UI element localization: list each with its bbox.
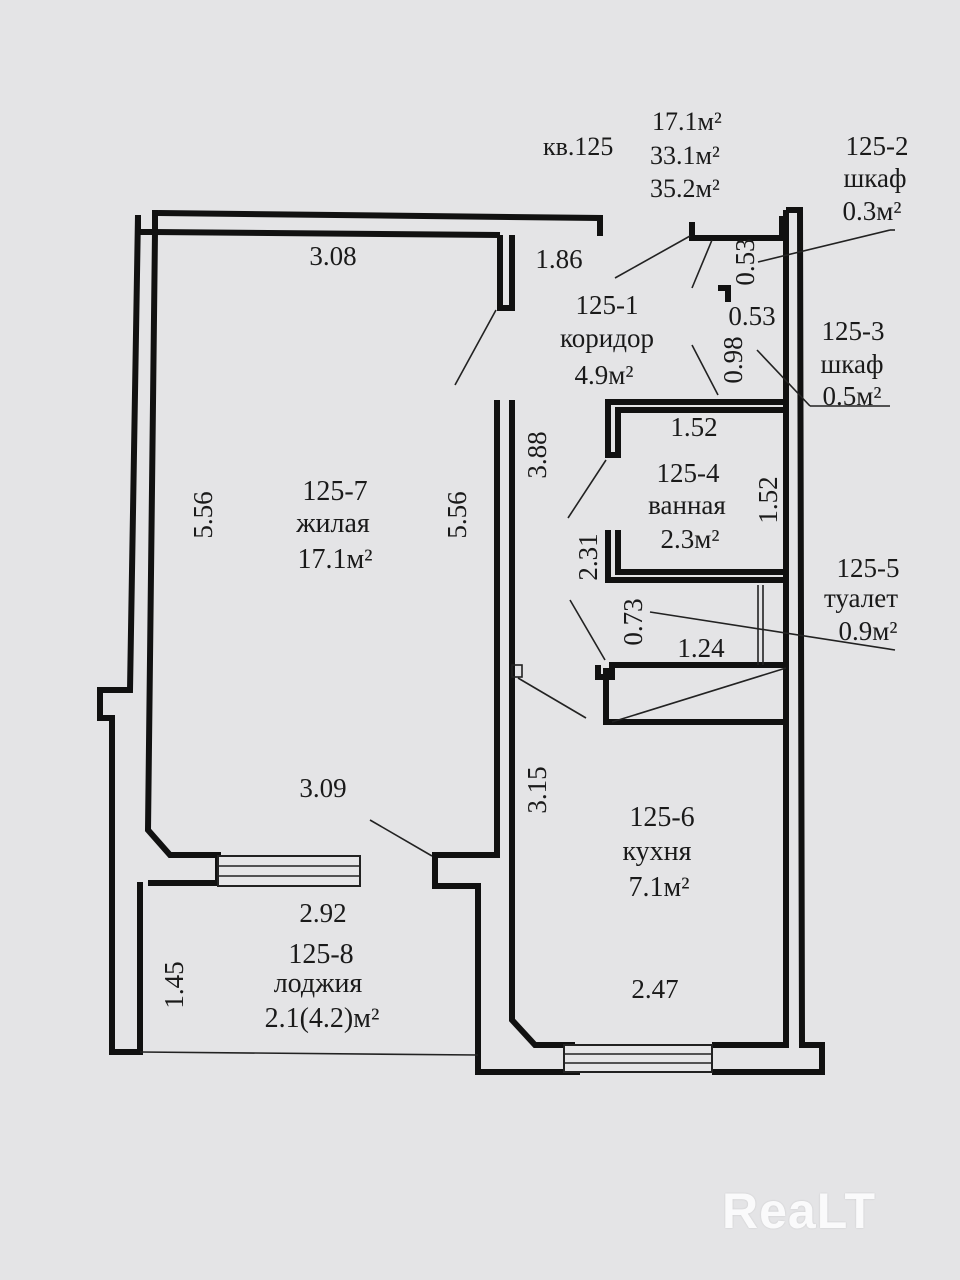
- dim-loggia-left: 1.45: [159, 961, 189, 1008]
- area-total: 33.1м²: [650, 141, 720, 170]
- wall-top-inner: [152, 229, 501, 238]
- room-number: 125-1: [576, 290, 639, 320]
- dim-closet3-depth: 0.98: [718, 336, 748, 383]
- room-number: 125-5: [837, 553, 900, 583]
- room-number: 125-8: [288, 939, 353, 970]
- room-area: 2.3м²: [661, 524, 720, 554]
- dim-loggia-top: 2.92: [299, 898, 346, 928]
- room-number: 125-7: [302, 476, 367, 507]
- wall-top-right: [689, 216, 785, 241]
- wall-bath-top: [605, 399, 784, 458]
- room-type: шкаф: [821, 349, 884, 379]
- dim-bath-right: 1.52: [753, 476, 783, 523]
- room-label-125-6: 125-6 кухня 7.1м²: [622, 802, 694, 903]
- room-type: жилая: [295, 508, 370, 539]
- dim-living-top: 3.08: [309, 241, 356, 271]
- loggia-window: [217, 855, 361, 887]
- room-type: туалет: [824, 583, 898, 613]
- wall-top: [157, 210, 603, 236]
- dim-kitchen-left: 3.15: [522, 766, 552, 813]
- room-type: коридор: [560, 323, 654, 353]
- room-number: 125-2: [846, 131, 909, 161]
- room-label-125-5: 125-5 туалет 0.9м²: [824, 553, 900, 646]
- duct-diagonal: [611, 667, 787, 723]
- dim-toilet-depth: 0.73: [618, 598, 648, 645]
- dim-bath-top: 1.52: [670, 412, 717, 442]
- wall-right-inner: [712, 210, 789, 1048]
- wall-right: [712, 207, 825, 1075]
- dim-living-bottom: 3.09: [299, 773, 346, 803]
- dim-living-left: 5.56: [188, 491, 218, 538]
- room-type: шкаф: [844, 163, 907, 193]
- room-area: 2.1(4.2)м²: [265, 1003, 380, 1034]
- wall-left-inner: [144, 231, 221, 886]
- header: кв.125 17.1м² 33.1м² 35.2м²: [543, 107, 722, 203]
- dim-kitchen-bottom: 2.47: [631, 974, 678, 1004]
- dim-living-right: 5.56: [442, 491, 472, 538]
- dim-closet3-width: 0.53: [728, 301, 775, 331]
- room-area: 7.1м²: [628, 872, 689, 903]
- room-number: 125-3: [822, 316, 885, 346]
- room-label-125-4: 125-4 ванная 2.3м²: [648, 458, 726, 554]
- dim-corridor-lower: 2.31: [573, 533, 603, 580]
- dim-closet2-depth: 0.53: [730, 238, 760, 285]
- room-number: 125-6: [629, 802, 694, 833]
- room-label-125-2: 125-2 шкаф 0.3м²: [843, 131, 909, 226]
- leader-lines: [369, 229, 896, 857]
- room-area: 0.5м²: [823, 381, 882, 411]
- kitchen-window: [563, 1044, 713, 1073]
- walls: [97, 207, 825, 1075]
- room-type: кухня: [622, 836, 691, 867]
- room-area: 17.1м²: [297, 544, 372, 575]
- wall-middle-inner: [509, 400, 575, 1048]
- wall-left: [97, 214, 143, 1055]
- dim-corridor-top: 1.86: [535, 244, 582, 274]
- wall-closet: [718, 285, 731, 302]
- dim-corridor-right: 3.88: [522, 431, 552, 478]
- wall-corridor-stub: [497, 235, 515, 311]
- room-label-125-8: 125-8 лоджия 2.1(4.2)м²: [265, 939, 380, 1034]
- dim-toilet-width: 1.24: [677, 633, 725, 663]
- room-area: 0.9м²: [839, 616, 898, 646]
- room-type: лоджия: [274, 968, 363, 999]
- room-label-125-3: 125-3 шкаф 0.5м²: [821, 316, 885, 411]
- area-living: 17.1м²: [652, 107, 722, 136]
- wall-bath-bottom: [605, 530, 784, 583]
- area-total-loggia: 35.2м²: [650, 174, 720, 203]
- realt-watermark-logo: ReaLT: [722, 1183, 877, 1239]
- room-label-125-1: 125-1 коридор 4.9м²: [560, 290, 654, 390]
- apartment-number: кв.125: [543, 132, 613, 161]
- wall-middle: [432, 400, 580, 1075]
- loggia-edge: [139, 1051, 479, 1056]
- room-type: ванная: [648, 490, 726, 520]
- room-label-125-7: 125-7 жилая 17.1м²: [295, 476, 372, 575]
- openings: [217, 855, 713, 1073]
- room-number: 125-4: [657, 458, 720, 488]
- wall-toilet-bottom: [595, 662, 786, 680]
- dimensions: 3.08 1.86 3.09 0.53 1.52 1.24 2.47 2.92 …: [159, 238, 783, 1008]
- room-area: 4.9м²: [575, 360, 634, 390]
- wall-kitchen-top: [603, 668, 786, 725]
- room-area: 0.3м²: [843, 196, 902, 226]
